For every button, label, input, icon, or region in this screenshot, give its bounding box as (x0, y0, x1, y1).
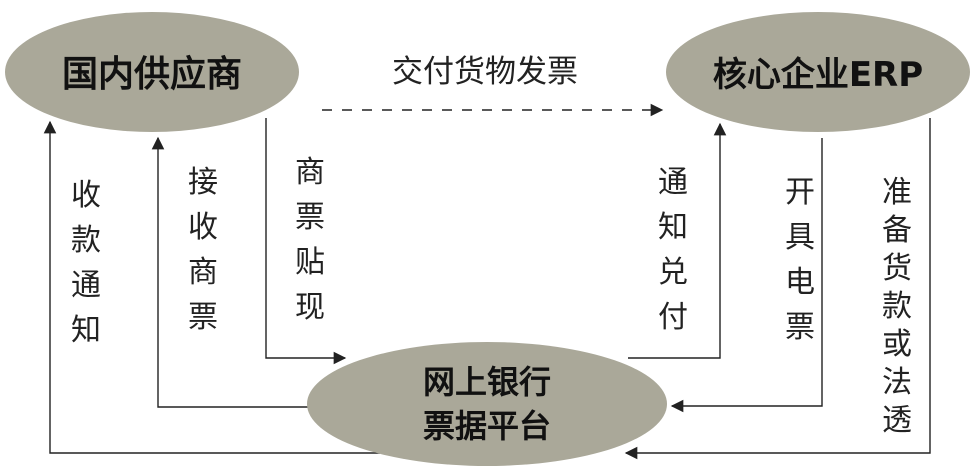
edge-discount-label: 商 票 贴 现 (295, 155, 325, 325)
node-bank: 网上银行 票据平台 (307, 342, 667, 466)
edge-prepare-funds-label: 准 备 货 款 或 法 透 (882, 175, 912, 438)
edge-collect-notice-label: 收 款 通 知 (71, 178, 101, 348)
issue-bill-char: 具 (785, 220, 815, 255)
edge-notify-pay-line (628, 122, 727, 359)
receive-bill-char: 收 (188, 210, 218, 245)
discount-char: 现 (295, 290, 325, 325)
issue-bill-char: 票 (785, 310, 815, 345)
issue-bill-char: 开 (785, 175, 815, 210)
notify-pay-char: 通 (658, 165, 688, 200)
prepare-funds-char: 准 (882, 175, 912, 210)
node-erp-label: 核心企业ERP (713, 55, 923, 95)
edge-notify-pay-label: 通 知 兑 付 (658, 165, 688, 335)
node-supplier-label: 国内供应商 (62, 54, 242, 95)
edge-deliver-label: 交付货物发票 (392, 54, 578, 90)
notify-pay-char: 付 (658, 300, 688, 335)
prepare-funds-char: 备 (882, 213, 912, 248)
prepare-funds-char: 款 (882, 289, 912, 324)
receive-bill-char: 商 (188, 255, 218, 290)
discount-char: 贴 (295, 245, 325, 280)
edge-issue-bill-line (670, 138, 823, 413)
edge-discount-line (265, 118, 347, 365)
prepare-funds-char: 或 (882, 327, 912, 362)
notify-pay-char: 兑 (658, 255, 688, 290)
collect-notice-char: 款 (71, 223, 101, 258)
node-bank-label-line2: 票据平台 (423, 407, 551, 445)
prepare-funds-char: 透 (882, 403, 912, 438)
edge-collect-notice-line (43, 120, 380, 454)
discount-char: 票 (295, 200, 325, 235)
edge-issue-bill-label: 开 具 电 票 (785, 175, 815, 345)
discount-char: 商 (295, 155, 325, 190)
notify-pay-char: 知 (658, 210, 688, 245)
prepare-funds-char: 法 (882, 365, 912, 400)
node-supplier: 国内供应商 (5, 12, 299, 132)
edge-receive-bill-label: 接 收 商 票 (188, 165, 218, 335)
receive-bill-char: 接 (188, 165, 218, 200)
collect-notice-char: 收 (71, 178, 101, 213)
collect-notice-char: 知 (71, 313, 101, 348)
edge-receive-bill-line (151, 136, 308, 408)
edge-prepare-funds-line (624, 118, 931, 460)
prepare-funds-char: 货 (882, 251, 912, 286)
node-bank-label-line1: 网上银行 (423, 363, 551, 401)
node-erp: 核心企业ERP (666, 12, 970, 132)
issue-bill-char: 电 (785, 265, 815, 300)
receive-bill-char: 票 (188, 300, 218, 335)
collect-notice-char: 通 (71, 268, 101, 303)
